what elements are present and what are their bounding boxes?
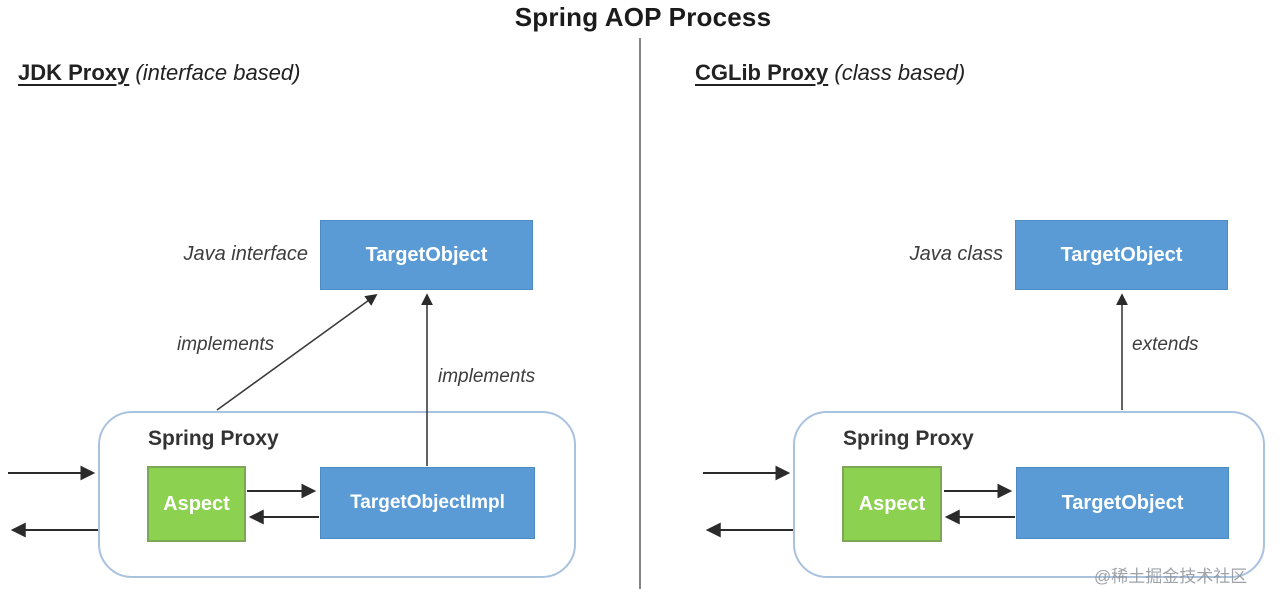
- right-panel-heading-note: (class based): [828, 60, 966, 85]
- right-target-object-inner-box: TargetObject: [1016, 467, 1229, 539]
- left-target-object-box: TargetObject: [320, 220, 533, 290]
- left-spring-proxy-label: Spring Proxy: [148, 427, 279, 450]
- left-implements-vertical-label: implements: [438, 366, 536, 387]
- right-spring-proxy-label: Spring Proxy: [843, 427, 974, 450]
- left-java-interface-label: Java interface: [183, 243, 308, 265]
- right-panel-heading-name: CGLib Proxy: [695, 60, 829, 85]
- left-implements-diagonal-arrow: [216, 293, 378, 411]
- right-spring-proxy-container: [793, 411, 1265, 578]
- left-panel-heading-note: (interface based): [129, 60, 301, 85]
- right-panel-heading: CGLib Proxy (class based): [695, 60, 965, 86]
- left-implements-diagonal-label: implements: [177, 334, 275, 355]
- right-target-object-box: TargetObject: [1015, 220, 1228, 290]
- left-aspect-box: Aspect: [147, 466, 246, 542]
- right-java-class-label: Java class: [909, 243, 1003, 265]
- left-panel-heading: JDK Proxy (interface based): [18, 60, 300, 86]
- left-panel-heading-name: JDK Proxy: [18, 60, 130, 85]
- right-aspect-box: Aspect: [842, 466, 942, 542]
- diagram-title: Spring AOP Process: [514, 2, 772, 32]
- right-extends-label: extends: [1132, 334, 1199, 355]
- left-spring-proxy-container: [98, 411, 576, 578]
- left-target-object-impl-box: TargetObjectImpl: [320, 467, 535, 539]
- watermark: @稀土掘金技术社区: [1094, 567, 1248, 586]
